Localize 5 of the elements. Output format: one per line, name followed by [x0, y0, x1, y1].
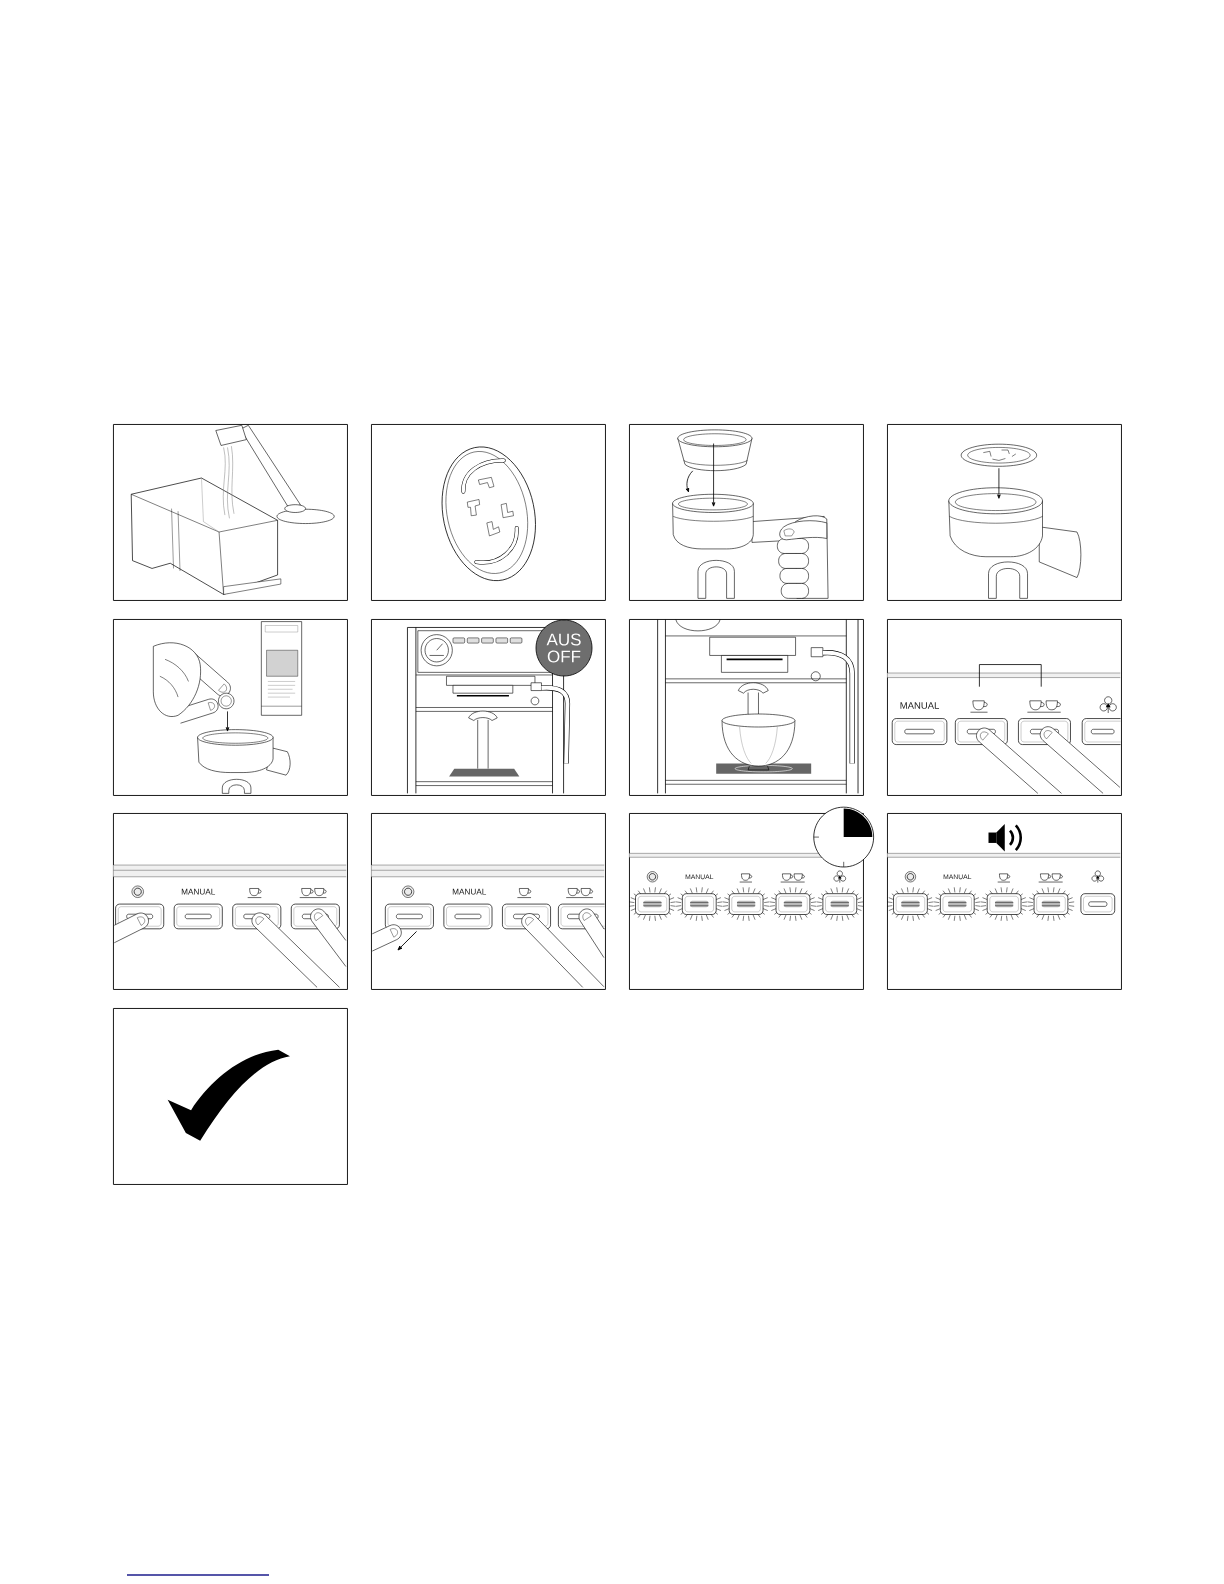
illustration-frame	[113, 1008, 348, 1185]
check-mark	[167, 1049, 290, 1141]
control-label: MANUAL	[452, 888, 487, 895]
control-label: MANUAL	[900, 702, 939, 709]
control-label: MANUAL	[181, 888, 216, 895]
